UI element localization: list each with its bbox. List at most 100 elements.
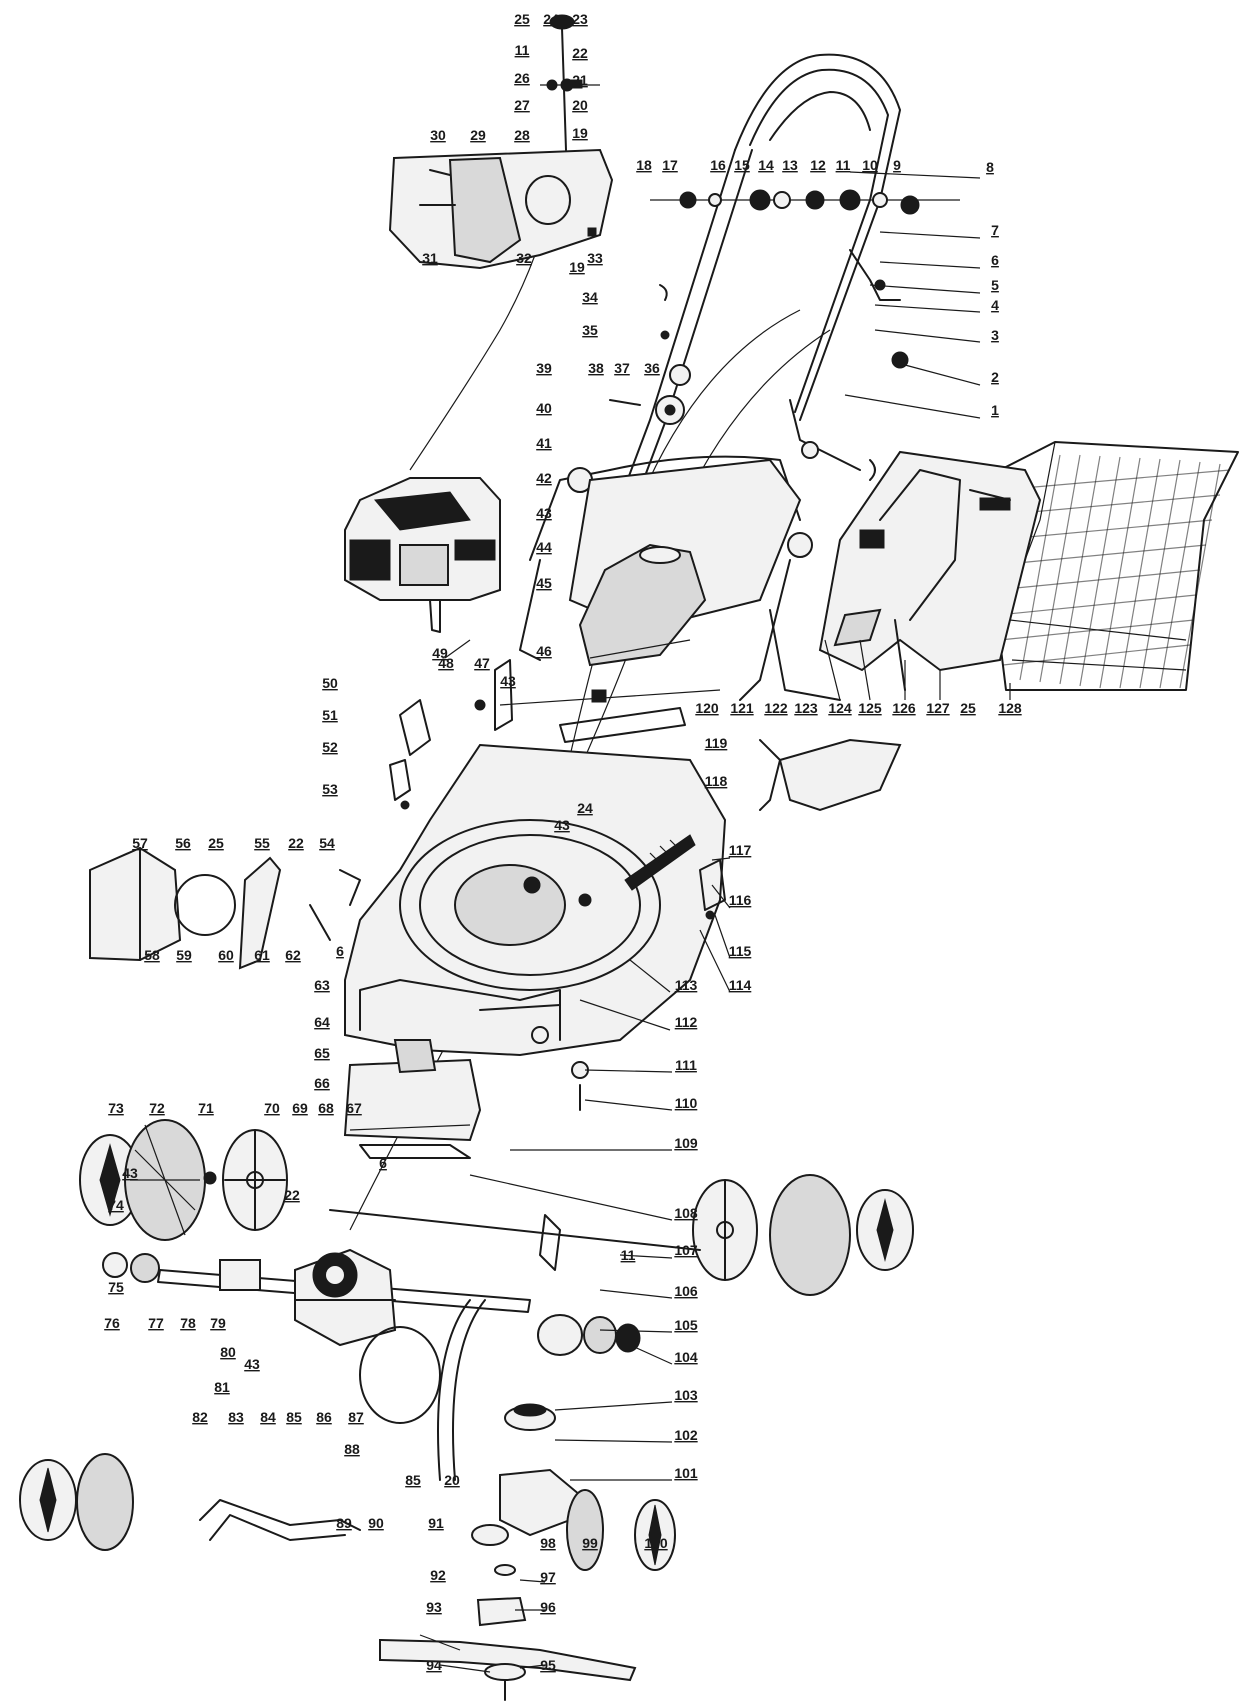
part-label-63: 63 <box>314 977 330 993</box>
part-label-20: 20 <box>572 97 588 113</box>
part-label-54: 54 <box>319 835 335 851</box>
part-label-21: 21 <box>572 72 588 88</box>
part-label-97: 97 <box>540 1569 556 1585</box>
part-label-46: 46 <box>536 643 552 659</box>
part-label-116: 116 <box>729 892 752 908</box>
part-label-2: 2 <box>991 369 999 385</box>
part-label-51: 51 <box>322 707 338 723</box>
part-label-41: 41 <box>536 435 552 451</box>
part-label-79: 79 <box>210 1315 226 1331</box>
part-label-25: 25 <box>514 11 530 27</box>
part-label-39: 39 <box>536 360 552 376</box>
part-label-56: 56 <box>175 835 191 851</box>
part-label-3: 3 <box>991 327 999 343</box>
part-label-29: 29 <box>470 127 486 143</box>
part-label-126: 126 <box>892 700 916 716</box>
part-label-124: 124 <box>828 700 852 716</box>
part-label-24: 24 <box>577 800 593 816</box>
part-label-105: 105 <box>674 1317 698 1333</box>
part-label-71: 71 <box>198 1100 214 1116</box>
part-label-5: 5 <box>991 277 999 293</box>
part-label-87: 87 <box>348 1409 364 1425</box>
drive-belt <box>359 1326 441 1424</box>
part-label-1: 1 <box>991 402 999 418</box>
part-label-23: 23 <box>572 11 588 27</box>
part-label-11: 11 <box>621 1247 636 1263</box>
part-label-44: 44 <box>536 539 552 555</box>
part-label-40: 40 <box>536 400 552 416</box>
part-label-49: 49 <box>432 645 448 661</box>
part-label-6: 6 <box>379 1155 387 1171</box>
part-label-117: 117 <box>729 842 752 858</box>
part-label-43: 43 <box>244 1356 260 1372</box>
part-label-104: 104 <box>674 1349 698 1365</box>
part-label-14: 14 <box>758 157 774 173</box>
part-label-6: 6 <box>991 252 999 268</box>
part-label-112: 112 <box>675 1014 698 1030</box>
part-label-91: 91 <box>428 1515 444 1531</box>
part-label-52: 52 <box>322 739 338 755</box>
rear-axle <box>102 1209 701 1313</box>
part-label-106: 106 <box>674 1283 698 1299</box>
part-label-86: 86 <box>316 1409 332 1425</box>
part-label-93: 93 <box>426 1599 442 1615</box>
part-label-99: 99 <box>582 1535 598 1551</box>
front-shield <box>343 1039 482 1159</box>
part-label-72: 72 <box>149 1100 165 1116</box>
part-label-75: 75 <box>108 1279 124 1295</box>
part-label-34: 34 <box>582 289 598 305</box>
part-label-4: 4 <box>991 297 999 313</box>
rear-flap-cover <box>769 450 1042 701</box>
side-discharge-chute <box>759 738 902 812</box>
part-label-123: 123 <box>794 700 818 716</box>
drive-pulley-assembly <box>537 1214 641 1356</box>
handle-knob-hardware <box>609 284 691 425</box>
part-label-16: 16 <box>710 157 726 173</box>
engine <box>344 477 501 633</box>
part-label-13: 13 <box>782 157 798 173</box>
part-label-25: 25 <box>208 835 224 851</box>
part-label-32: 32 <box>516 250 532 266</box>
part-label-80: 80 <box>220 1344 236 1360</box>
part-label-48: 48 <box>438 655 454 671</box>
part-label-43: 43 <box>536 505 552 521</box>
height-adjust-lever <box>389 659 513 810</box>
rear-left-wheel <box>79 1119 288 1241</box>
mulch-plug <box>89 846 361 970</box>
part-label-28: 28 <box>514 127 530 143</box>
pulley <box>504 1403 556 1431</box>
part-label-11: 11 <box>836 157 851 173</box>
throttle-lever <box>540 14 600 151</box>
part-label-82: 82 <box>192 1409 208 1425</box>
part-label-9: 9 <box>893 157 901 173</box>
blade-adapter <box>476 1564 527 1627</box>
part-label-94: 94 <box>426 1657 442 1673</box>
part-label-128: 128 <box>998 700 1022 716</box>
part-label-67: 67 <box>346 1100 362 1116</box>
part-label-24: 24 <box>543 11 559 27</box>
part-label-98: 98 <box>540 1535 556 1551</box>
part-labels: 1234567891011121314151617181920212223242… <box>104 11 1022 1673</box>
part-label-60: 60 <box>218 947 234 963</box>
part-label-108: 108 <box>674 1205 698 1221</box>
part-label-111: 111 <box>675 1057 697 1073</box>
grass-catcher-basket <box>989 441 1239 691</box>
deck-hardware <box>571 859 726 1111</box>
rear-right-wheel <box>692 1174 914 1296</box>
part-label-38: 38 <box>588 360 604 376</box>
part-label-62: 62 <box>285 947 301 963</box>
upper-handle <box>619 53 901 501</box>
cutting-blade <box>379 1638 637 1701</box>
part-label-83: 83 <box>228 1409 244 1425</box>
part-label-43: 43 <box>122 1165 138 1181</box>
part-label-119: 119 <box>705 735 728 751</box>
part-label-115: 115 <box>729 943 752 959</box>
part-label-55: 55 <box>254 835 270 851</box>
part-label-78: 78 <box>180 1315 196 1331</box>
front-left-wheel <box>19 1453 134 1551</box>
part-label-53: 53 <box>322 781 338 797</box>
part-label-42: 42 <box>536 470 552 486</box>
part-label-73: 73 <box>108 1100 124 1116</box>
part-label-96: 96 <box>540 1599 556 1615</box>
part-label-36: 36 <box>644 360 660 376</box>
